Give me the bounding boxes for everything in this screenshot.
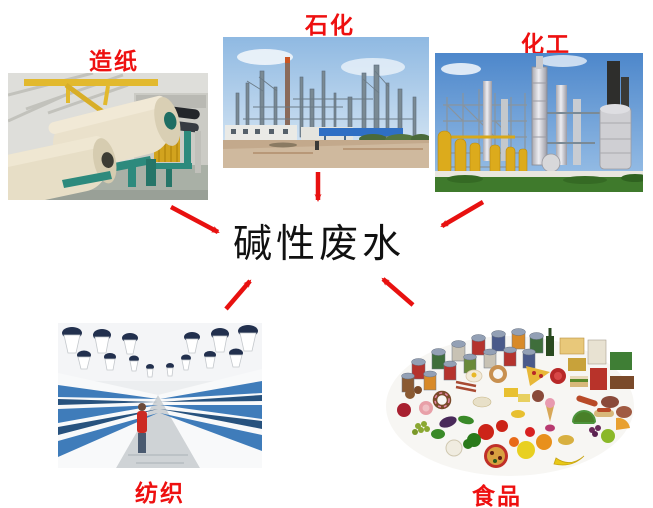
spinning-machines-illustration bbox=[58, 323, 262, 468]
label-textile: 纺织 bbox=[135, 480, 185, 506]
label-papermaking: 造纸 bbox=[89, 48, 139, 74]
textile-mill-photo bbox=[58, 323, 262, 468]
label-food: 食品 bbox=[472, 483, 522, 508]
refinery-illustration bbox=[223, 37, 429, 168]
center-term-alkaline-wastewater: 碱性废水 bbox=[232, 223, 406, 266]
chemical-towers-illustration bbox=[435, 53, 643, 192]
paper-rolls-illustration bbox=[8, 73, 208, 200]
assorted-foods-illustration bbox=[378, 310, 646, 482]
petrochemical-plant-photo bbox=[223, 37, 429, 168]
chemical-plant-photo bbox=[435, 53, 643, 192]
label-petrochemical: 石化 bbox=[305, 12, 355, 38]
arrow-papermaking-to-center bbox=[169, 205, 220, 234]
arrow-chemical-to-center bbox=[440, 200, 485, 228]
papermaking-photo bbox=[8, 73, 208, 200]
food-products-photo bbox=[378, 310, 646, 482]
arrow-textile-to-center bbox=[224, 279, 252, 311]
label-chemical: 化工 bbox=[521, 31, 571, 57]
arrow-food-to-center bbox=[381, 277, 415, 307]
